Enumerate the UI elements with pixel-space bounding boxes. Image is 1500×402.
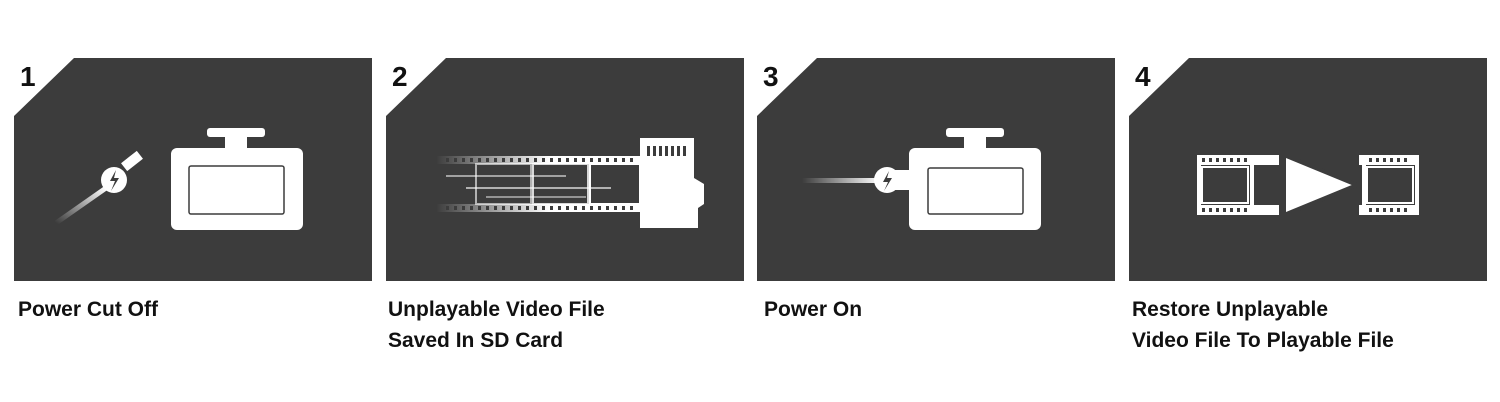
power-cable-plugged-icon [802, 167, 910, 193]
step-number: 2 [392, 61, 408, 92]
step-2-panel: 2 [386, 58, 744, 281]
caption-line: Saved In SD Card [388, 329, 564, 352]
step-3-panel: 3 [757, 58, 1115, 281]
step-number: 1 [20, 61, 36, 92]
step-2-caption: Unplayable Video File Saved In SD Card [388, 294, 746, 356]
step-number: 3 [763, 61, 779, 92]
caption-line: Unplayable Video File [388, 298, 605, 321]
step-4-caption: Restore Unplayable Video File To Playabl… [1132, 294, 1490, 356]
sd-card-icon [640, 138, 704, 228]
step-1-caption: Power Cut Off [18, 294, 376, 325]
caption-line: Power Cut Off [18, 298, 158, 321]
caption-line: Video File To Playable File [1132, 329, 1394, 352]
power-cable-unplugged-icon [54, 150, 143, 226]
caption-line: Power On [764, 298, 863, 321]
dashcam-icon [171, 128, 303, 230]
step-number: 4 [1135, 61, 1151, 92]
play-icon [1279, 153, 1359, 217]
film-strip-icon [436, 156, 641, 212]
caption-line: Restore Unplayable [1132, 298, 1329, 321]
step-3-caption: Power On [764, 294, 1122, 325]
dashcam-icon [909, 128, 1041, 230]
step-4-panel: 4 [1129, 58, 1487, 281]
step-1-panel: 1 [14, 58, 372, 281]
